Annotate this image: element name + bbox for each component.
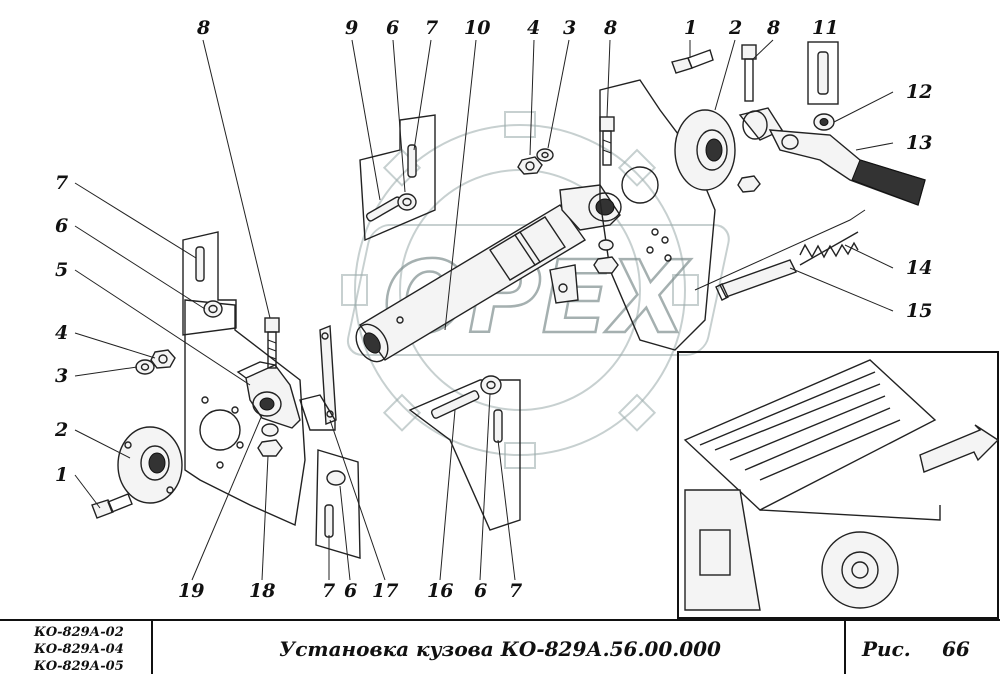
callout-17: 17 (372, 580, 398, 602)
left-nut (150, 349, 176, 369)
left-bracket-plate (184, 299, 306, 527)
model-line-1: КО-829А-02 (33, 625, 124, 640)
left-lever-block (236, 361, 301, 429)
callout-14: 14 (906, 257, 932, 279)
inset-view (677, 351, 1000, 619)
callout-7-bottom-a: 7 (322, 580, 335, 602)
callout-13: 13 (906, 132, 932, 154)
lever-arm (738, 107, 926, 206)
callout-1-top: 1 (684, 17, 697, 39)
callout-9: 9 (345, 17, 358, 39)
callout-7-left: 7 (55, 172, 68, 194)
callout-6-left: 6 (55, 215, 68, 237)
callout-19: 19 (178, 580, 204, 602)
callout-3-left: 3 (55, 365, 68, 387)
callout-10: 10 (464, 17, 490, 39)
shaft-lever-block (549, 184, 622, 304)
callout-6-bottom-b: 6 (474, 580, 487, 602)
lower-nut-stack (257, 423, 283, 457)
callout-18: 18 (249, 580, 275, 602)
callout-2-left: 2 (54, 419, 68, 441)
model-line-3: КО-829А-05 (33, 659, 124, 674)
callout-8-right: 8 (766, 17, 780, 39)
callout-7-bottom-b: 7 (509, 580, 522, 602)
right-flange (674, 109, 761, 193)
callout-6-bottom-a: 6 (344, 580, 357, 602)
drawing-title: Установка кузова КО-829А.56.00.000 (279, 637, 721, 661)
figure-number: 66 (942, 637, 970, 661)
main-shaft (355, 204, 587, 363)
watermark-logo: OPEX (341, 111, 730, 469)
left-washer (135, 359, 155, 375)
callout-12: 12 (906, 81, 932, 103)
callout-6-top: 6 (386, 17, 399, 39)
callout-4-left: 4 (55, 322, 68, 344)
callout-15: 15 (906, 300, 932, 322)
title-block: КО-829А-02 КО-829А-04 КО-829А-05 Установ… (0, 619, 1000, 674)
figure-label: Рис. (861, 637, 911, 661)
leader-lines (74, 39, 894, 581)
callout-11: 11 (812, 17, 838, 39)
vertical-link (299, 324, 337, 431)
callout-1-left: 1 (55, 464, 68, 486)
top-pin-detail (359, 114, 436, 242)
callout-3-top: 3 (563, 17, 576, 39)
center-nut (593, 239, 619, 274)
right-pin-detail (807, 41, 839, 131)
lower-pin-detail (315, 449, 361, 559)
left-vertical-bolt (264, 317, 280, 369)
top-right-bolt (671, 49, 714, 74)
spring (799, 231, 859, 266)
top-nut (517, 156, 543, 175)
left-flange (117, 426, 183, 504)
top-washer (536, 148, 554, 162)
rod (715, 259, 797, 301)
callout-2-top: 2 (728, 17, 742, 39)
callout-16: 16 (427, 580, 453, 602)
callout-8-center: 8 (603, 17, 617, 39)
middle-pin-detail (408, 375, 521, 531)
callout-7-top: 7 (425, 17, 438, 39)
center-bolt (599, 116, 615, 166)
callout-5: 5 (55, 259, 68, 281)
callout-numbers: 8 9 6 7 10 4 3 8 1 2 8 11 12 13 14 15 7 … (54, 17, 932, 602)
top-right-vertical-bolt (741, 44, 757, 102)
callout-8-left: 8 (196, 17, 210, 39)
callout-4-top: 4 (527, 17, 540, 39)
model-line-2: КО-829А-04 (33, 642, 124, 657)
left-pin-detail (182, 231, 237, 336)
